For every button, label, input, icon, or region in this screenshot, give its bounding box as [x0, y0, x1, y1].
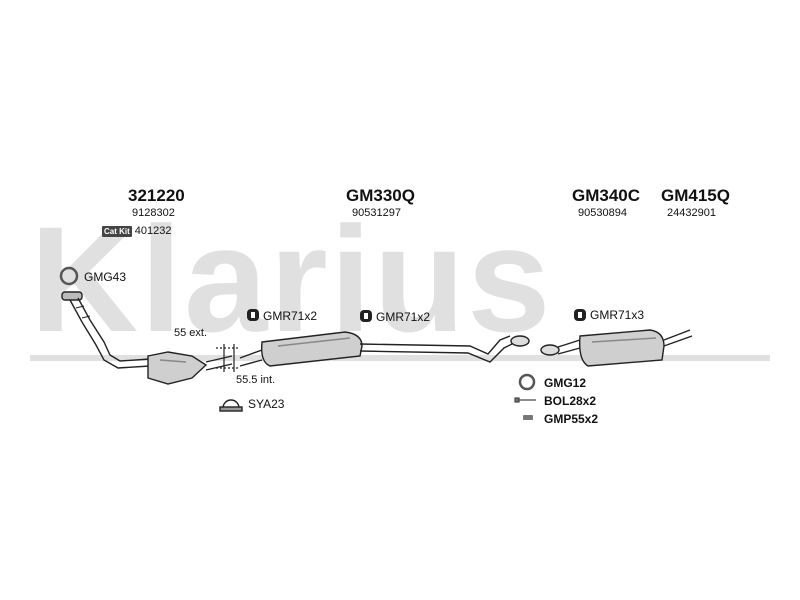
label-gmp55x2: GMP55x2	[544, 412, 599, 426]
label-gmr71x3: GMR71x3	[590, 308, 645, 322]
front-downpipe	[61, 291, 151, 369]
centre-silencer	[239, 331, 530, 367]
note-55-5-int: 55.5 int.	[236, 374, 276, 386]
label-gmg43: GMG43	[84, 270, 127, 284]
rubber-hanger-icon	[247, 309, 259, 321]
label-gmr71x2-b: GMR71x2	[376, 310, 431, 324]
joint-marker	[216, 344, 240, 372]
bolt-icon	[514, 397, 536, 403]
label-bol28x2: BOL28x2	[544, 394, 597, 408]
watermark-underline	[30, 355, 770, 361]
gasket-ring-icon	[59, 266, 79, 286]
oe-number-gm330q: 90531297	[352, 207, 401, 219]
oe-number-321220: 9128302	[132, 207, 175, 219]
gasket-ring-icon	[518, 373, 536, 391]
part-code-gm340c: GM340C	[572, 186, 641, 205]
nut-icon	[523, 415, 533, 420]
label-gmg12: GMG12	[544, 376, 587, 390]
label-gmr71x2-a: GMR71x2	[263, 309, 318, 323]
rear-silencer	[540, 329, 693, 367]
catkit-row: Cat Kit 401232	[102, 225, 172, 237]
catkit-number: 401232	[134, 225, 172, 237]
part-code-gm415q: GM415Q	[661, 186, 730, 205]
part-code-321220: 321220	[128, 186, 185, 205]
oe-number-gm340c: 90530894	[578, 207, 627, 219]
catkit-badge: Cat Kit	[102, 225, 132, 237]
rubber-hanger-icon	[360, 310, 372, 322]
clamp-icon	[219, 399, 243, 412]
note-55-ext: 55 ext.	[174, 327, 208, 339]
rubber-hanger-icon	[574, 309, 586, 321]
oe-number-gm415q: 24432901	[667, 207, 716, 219]
catalytic-converter	[147, 351, 233, 385]
part-code-gm330q: GM330Q	[346, 186, 415, 205]
label-sya23: SYA23	[248, 397, 285, 411]
